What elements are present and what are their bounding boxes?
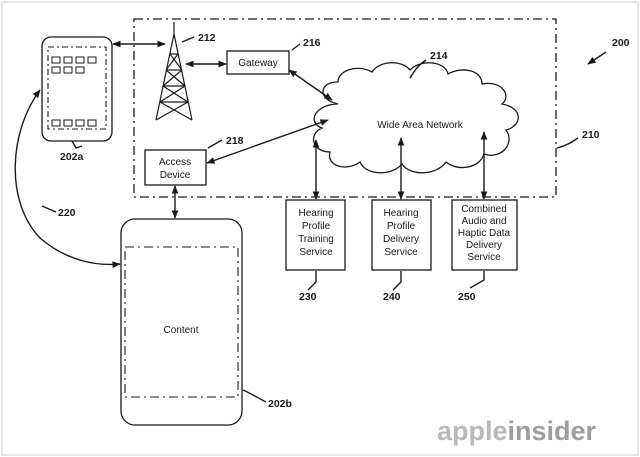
leader-250: [469, 271, 485, 289]
leader-230: [307, 271, 317, 291]
leader-214: [409, 59, 427, 79]
training-line3: Training: [298, 234, 334, 245]
content-device-202b: [120, 218, 243, 426]
ref-218: 218: [226, 135, 244, 147]
combined-service-box: [451, 199, 518, 271]
wan-cloud: [312, 62, 519, 174]
wan-label: Wide Area Network: [377, 120, 464, 131]
ref-210: 210: [582, 129, 600, 141]
leader-202a: [71, 140, 83, 149]
system-boundary-210: [133, 18, 557, 198]
link-220-device-content: [14, 89, 121, 269]
delivery-line4: Service: [384, 247, 418, 258]
watermark: appleinsider: [437, 416, 597, 446]
delivery-line1: Hearing: [383, 208, 418, 219]
combined-line2: Audio and: [461, 216, 506, 227]
ref-202b: 202b: [268, 398, 292, 410]
combined-line3: Haptic Data: [458, 228, 511, 239]
ref-240: 240: [383, 291, 401, 303]
delivery-line2: Profile: [387, 221, 416, 232]
ref-200: 200: [612, 37, 630, 49]
cell-tower-icon: [155, 22, 193, 121]
link-access-wan: [206, 119, 329, 164]
ref-250: 250: [458, 291, 476, 303]
link-gateway-wan: [288, 69, 333, 101]
access-device-box: [144, 149, 207, 186]
training-line2: Profile: [302, 221, 331, 232]
training-line1: Hearing: [298, 208, 333, 219]
ref-212: 212: [198, 32, 216, 44]
leader-220: [41, 205, 57, 213]
leader-200: [587, 51, 607, 65]
combined-line4: Delivery: [466, 240, 502, 251]
content-label: Content: [163, 325, 198, 336]
leader-212: [181, 36, 195, 43]
gateway-box: [226, 50, 290, 75]
combined-line1: Combined: [461, 204, 507, 215]
hearing-delivery-box: [371, 199, 432, 271]
delivery-line3: Delivery: [383, 234, 419, 245]
access-device-line1: Access: [159, 157, 191, 168]
combined-line5: Service: [467, 252, 501, 263]
leader-240: [392, 271, 402, 291]
ref-220: 220: [58, 207, 76, 219]
leader-202b: [242, 389, 267, 403]
hearing-training-box: [285, 199, 346, 271]
ref-214: 214: [430, 50, 448, 62]
training-line4: Service: [299, 247, 333, 258]
leader-210: [556, 137, 579, 149]
ref-202a: 202a: [60, 151, 84, 163]
gateway-label: Gateway: [238, 58, 277, 69]
ref-230: 230: [299, 291, 317, 303]
leader-216: [291, 43, 301, 51]
mobile-device-202a: [41, 36, 113, 142]
access-device-line2: Device: [160, 170, 191, 181]
ref-216: 216: [303, 37, 321, 49]
leader-218: [207, 139, 223, 149]
